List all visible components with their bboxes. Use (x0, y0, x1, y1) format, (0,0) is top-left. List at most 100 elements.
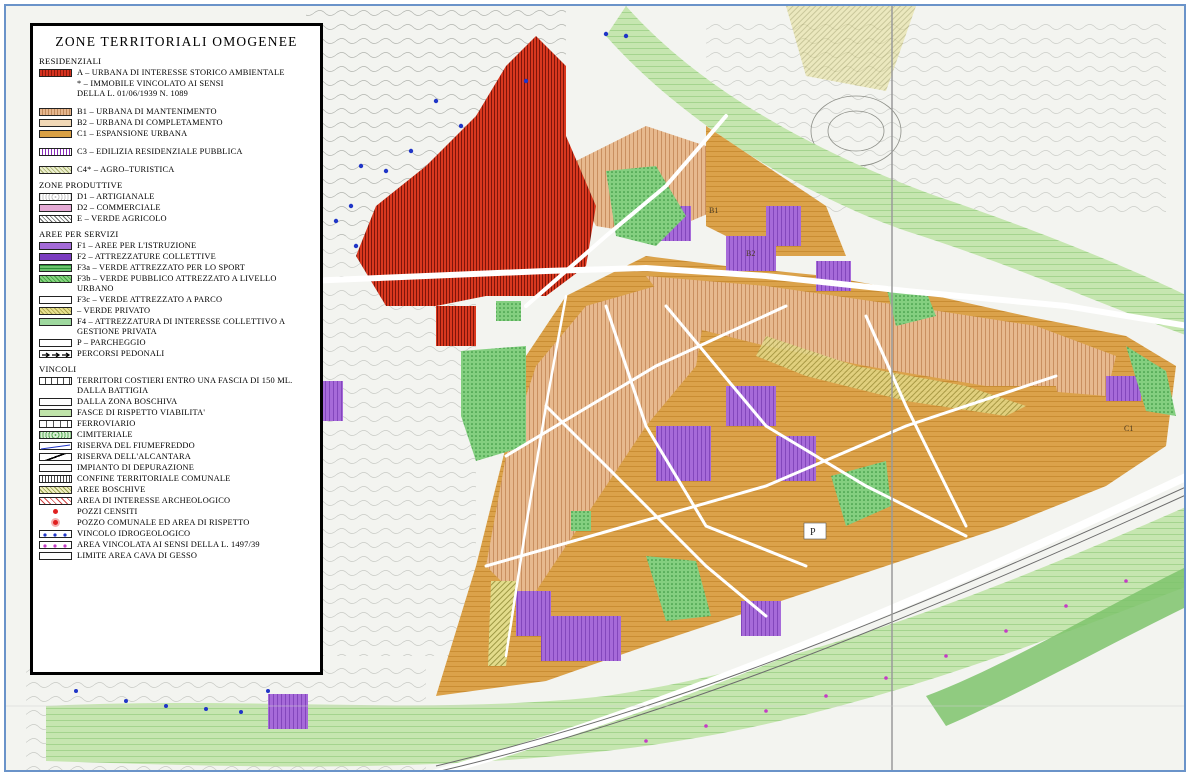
legend-label: POZZO COMUNALE ED AREA DI RISPETTO (77, 518, 250, 527)
swatch-zone-e (39, 215, 72, 223)
swatch-alcantara-reserve (39, 453, 72, 461)
zone-f1-i[interactable] (541, 616, 621, 661)
zone-f1-j[interactable] (741, 601, 781, 636)
legend-label: B1 – URBANA DI MANTENIMENTO (77, 107, 217, 116)
legend-label: RISERVA DEL FIUMEFREDDO (77, 441, 195, 450)
swatch-zone-a (39, 69, 72, 77)
zone-f1-k[interactable] (1106, 376, 1141, 401)
swatch-zone-b1 (39, 108, 72, 116)
zone-private-green-strip[interactable] (756, 336, 1026, 416)
legend-label: F3c – VERDE ATTREZZATO A PARCO (77, 295, 223, 304)
zone-a-south[interactable] (436, 306, 476, 346)
legend-label: F2 – ATTREZZATURE COLLETTIVE (77, 252, 216, 261)
red-dot-icon (53, 509, 58, 514)
swatch-coastal (39, 377, 72, 385)
legend-item-rf: RISERVA DEL FIUMEFREDDO (39, 441, 314, 451)
parking-area[interactable] (803, 522, 827, 540)
swatch-woodland-zone (39, 398, 72, 406)
legend-item-ct: CONFINE TERRITORIALE COMUNALE (39, 474, 314, 484)
zone-f1-b[interactable] (656, 426, 711, 481)
legend-item-vi: VINCOLO IDROGEOLOGICO (39, 529, 314, 539)
legend-label: D2 – COMMERCIALE (77, 203, 161, 212)
zone-b1-central[interactable] (646, 276, 1116, 396)
legend-item-tc: TERRITORI COSTIERI ENTRO UNA FASCIA DI 1… (39, 376, 314, 396)
zone-f1-e[interactable] (766, 206, 801, 246)
swatch-quarry-limit (39, 552, 72, 560)
legend-item-f4: F4 – ATTREZZATURA DI INTERESSE COLLETTIV… (39, 317, 314, 337)
legend-item-e: E – VERDE AGRICOLO (39, 214, 314, 224)
zone-private-green[interactable] (488, 581, 516, 666)
legend-label: AREA DI INTERESSE ARCHEOLOGICO (77, 496, 231, 505)
zone-a-historic[interactable] (356, 36, 596, 306)
legend-title: ZONE TERRITORIALI OMOGENEE (55, 34, 298, 49)
swatch-zone-f3c (39, 296, 72, 304)
zone-f3-park-west[interactable] (461, 346, 526, 461)
legend-section-produttive: ZONE PRODUTTIVE (39, 180, 123, 190)
swatch-private-green (39, 307, 72, 315)
zone-f3-small[interactable] (496, 301, 521, 321)
cemetery-buffer (926, 567, 1184, 726)
zone-label-c1: C1 (1124, 424, 1133, 433)
swatch-pedestrian-path (39, 350, 72, 358)
zone-f1-l[interactable] (321, 381, 343, 421)
swatch-treatment-plant (39, 464, 72, 472)
legend-item-c3: C3 – EDILIZIA RESIDENZIALE PUBBLICA (39, 147, 314, 157)
swatch-zone-f2 (39, 253, 72, 261)
legend-item-vp: – VERDE PRIVATO (39, 306, 314, 316)
zone-c1-north[interactable] (706, 126, 846, 256)
legend-label: CONFINE TERRITORIALE COMUNALE (77, 474, 231, 483)
legend-item-p: P – PARCHEGGIO (39, 338, 314, 348)
legend-item-perc: PERCORSI PEDONALI (39, 349, 314, 359)
road-network (303, 114, 1184, 770)
zone-f3-small-2[interactable] (571, 511, 591, 531)
legend-item-b1: B1 – URBANA DI MANTENIMENTO (39, 107, 314, 117)
swatch-blank (39, 80, 72, 88)
legend-item-asterisk: * – IMMOBILE VINCOLATO AI SENSI DELLA L.… (39, 79, 314, 99)
swatch-parking (39, 339, 72, 347)
swatch-municipal-boundary (39, 475, 72, 483)
zone-f3-park-east[interactable] (831, 461, 891, 526)
legend-item-pc: POZZI CENSITI (39, 507, 314, 517)
swatch-road-buffer (39, 409, 72, 417)
swatch-cemetery-buffer (39, 431, 72, 439)
legend-item-f3c: F3c – VERDE ATTREZZATO A PARCO (39, 295, 314, 305)
parking-label: P (810, 527, 816, 538)
legend-item-zb: DALLA ZONA BOSCHIVA (39, 397, 314, 407)
swatch-wells (39, 508, 72, 516)
zoning-map[interactable]: B1 B2 C1 P (6, 6, 1186, 772)
swatch-hydro-constraint (39, 530, 72, 538)
legend-label: FASCE DI RISPETTO VIABILITA' (77, 408, 206, 417)
legend-label: F1 – AREE PER L'ISTRUZIONE (77, 241, 197, 250)
legend-label: C4* – AGRO–TURISTICA (77, 165, 175, 174)
legend-item-c1: C1 – ESPANSIONE URBANA (39, 129, 314, 139)
legend-label: PERCORSI PEDONALI (77, 349, 165, 358)
legend-label: E – VERDE AGRICOLO (77, 214, 167, 223)
zone-f3-park-south[interactable] (646, 556, 711, 621)
legend-label: IMPIANTO DI DEPURAZIONE (77, 463, 195, 472)
legend-item-fer: FERROVIARIO (39, 419, 314, 429)
zone-label-b2: B2 (746, 249, 755, 258)
legend-label: C1 – ESPANSIONE URBANA (77, 129, 188, 138)
swatch-zone-f1 (39, 242, 72, 250)
zone-f1-m[interactable] (268, 694, 308, 729)
legend-label: A – URBANA DI INTERESSE STORICO AMBIENTA… (77, 68, 285, 77)
swatch-archaeological (39, 497, 72, 505)
legend-item-fr: FASCE DI RISPETTO VIABILITA' (39, 408, 314, 418)
map-legend: ZONE TERRITORIALI OMOGENEE RESIDENZIALI … (30, 23, 323, 675)
legend-item-b2: B2 – URBANA DI COMPLETAMENTO (39, 118, 314, 128)
zone-label-b1: B1 (709, 206, 718, 215)
swatch-railway-buffer (39, 420, 72, 428)
swatch-zone-c1 (39, 130, 72, 138)
red-ring-dot-icon (53, 520, 58, 525)
zone-f3-park-ne[interactable] (886, 286, 936, 326)
legend-label: TERRITORI COSTIERI ENTRO UNA FASCIA DI 1… (77, 376, 293, 395)
legend-item-cim: CIMITERIALE (39, 430, 314, 440)
zone-b1-west[interactable] (486, 286, 706, 606)
legend-item-av: AREA VINCOLATA AI SENSI DELLA L. 1497/39 (39, 540, 314, 550)
legend-item-ab: AREE BOSCHIVE (39, 485, 314, 495)
legend-item-c4: C4* – AGRO–TURISTICA (39, 165, 314, 175)
zone-f3-park-far-east[interactable] (1126, 346, 1176, 416)
legend-label: P – PARCHEGGIO (77, 338, 146, 347)
swatch-fiumefreddo-reserve (39, 442, 72, 450)
zone-c1-east[interactable] (866, 386, 1066, 496)
